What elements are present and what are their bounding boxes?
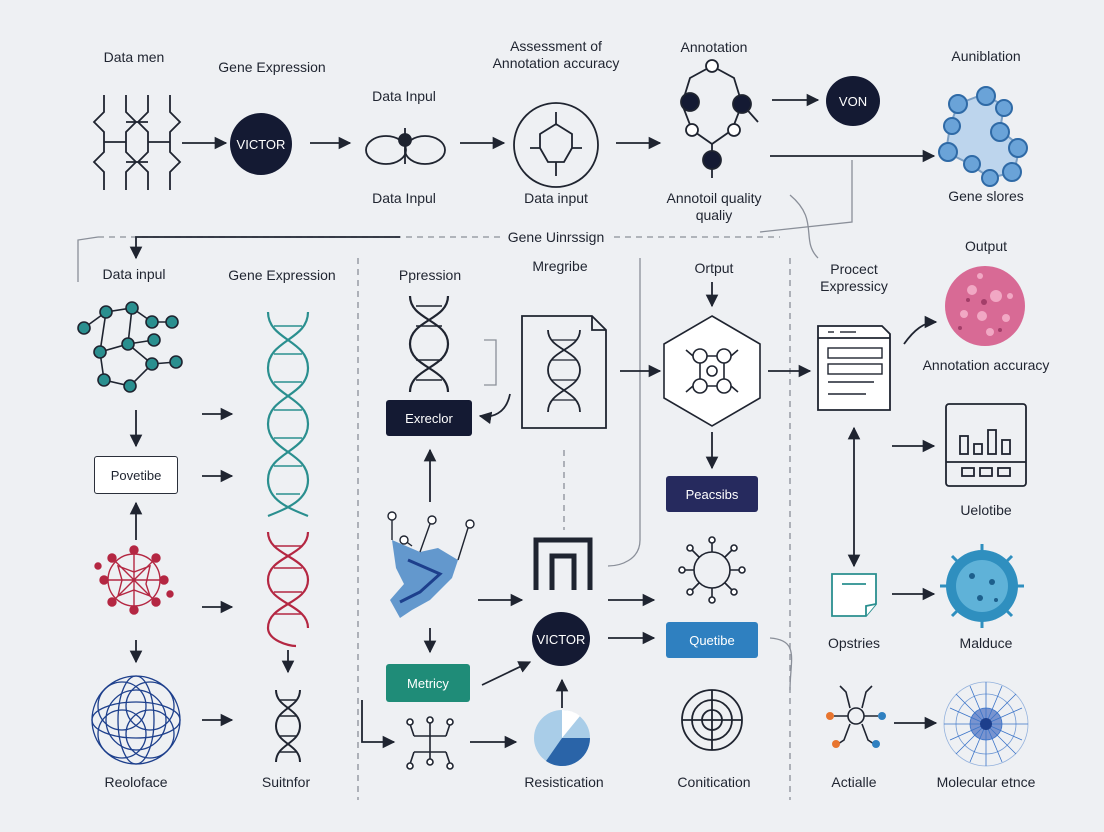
solid-connector-lines (77, 160, 853, 691)
blue-protein-icon (387, 511, 475, 618)
hub-node-icon (678, 536, 746, 604)
molecule-graph-icon (680, 59, 759, 178)
label-resistication: Resistication (524, 774, 604, 790)
label-gene-expression-mid: Gene Expression (228, 267, 336, 283)
label-output-right: Output (964, 238, 1008, 254)
label-conitication: Conitication (677, 774, 751, 790)
exreclor-node: Exreclor (386, 400, 472, 436)
red-web-icon (94, 545, 174, 615)
pie-chart-icon (534, 709, 590, 767)
process-dna-helix-icon (408, 295, 450, 393)
hexagon-network-icon (663, 315, 761, 427)
pink-cell-icon (945, 266, 1025, 346)
victor-top-node: VICTOR (230, 113, 292, 175)
blue-virus-icon (940, 544, 1024, 628)
label-molecular-etnce: Molecular etnce (936, 774, 1036, 790)
label-reoloface: Reoloface (104, 774, 168, 790)
label-ortput: Ortput (694, 260, 734, 276)
protein-crystal-icon (938, 86, 1028, 187)
label-data-input-under-dna: Data Inpul (372, 190, 436, 206)
pescibs-node: Peacsibs (666, 476, 758, 512)
teal-dna-helix-icon (266, 311, 310, 518)
circuit-lattice-icon (92, 95, 182, 190)
report-document-icon (817, 325, 891, 411)
label-gene-slores: Gene slores (948, 188, 1024, 204)
label-mregribe: Mregribe (532, 258, 588, 274)
label-actialle: Actialle (831, 774, 877, 790)
label-aunibiation: Auniblation (951, 48, 1021, 64)
von-node: VON (826, 76, 880, 126)
bracket-gate-icon (533, 537, 593, 590)
red-dna-helix-icon (266, 531, 310, 648)
node-tree-icon (826, 685, 886, 748)
label-gene-unrssign: Gene Uinrssign (501, 229, 611, 246)
label-data-input-top: Data Inpul (372, 88, 436, 104)
tree-network-icon (406, 716, 454, 770)
label-procect-expressicy: Procect Expressicy (820, 261, 888, 294)
label-data-inpul-left: Data inpul (102, 266, 166, 282)
dashed-separators (98, 236, 791, 800)
metricy-node: Metricy (386, 664, 470, 702)
quetibe-node: Quetibe (666, 622, 758, 658)
poveribe-node: Povetibe (94, 456, 178, 494)
green-note-icon (831, 573, 877, 617)
cpu-chip-icon (513, 102, 599, 188)
label-annotation-accuracy: Annotation accuracy (922, 357, 1050, 373)
label-assessment-annotation-accuracy: Assessment of Annotation accuracy (492, 38, 620, 71)
molecular-burst-icon (943, 681, 1029, 767)
blue-orbit-sphere-icon (91, 675, 181, 765)
label-malduce: Malduce (959, 635, 1013, 651)
label-ppression: Ppression (398, 267, 462, 283)
target-rings-icon (681, 689, 743, 751)
arrows (129, 93, 938, 749)
victor-bottom-node: VICTOR (532, 612, 590, 666)
teal-network-icon (77, 301, 183, 393)
label-annotation-top: Annotation (680, 39, 748, 55)
label-opstries: Opstries (827, 635, 881, 651)
document-dna-icon (521, 315, 607, 429)
label-gene-expression-top: Gene Expression (218, 59, 326, 75)
label-suitnfor: Suitnfor (261, 774, 311, 790)
label-annotoil-quality: Annotoil quality qualiy (666, 190, 762, 223)
label-data-input-under-cpu: Data input (524, 190, 588, 206)
ribbon-dna-icon (365, 128, 446, 165)
bar-chart-monitor-icon (945, 403, 1027, 487)
label-data-men: Data men (103, 49, 165, 65)
black-dna-helix-icon (274, 689, 302, 763)
label-uelotibe: Uelotibe (960, 502, 1012, 518)
